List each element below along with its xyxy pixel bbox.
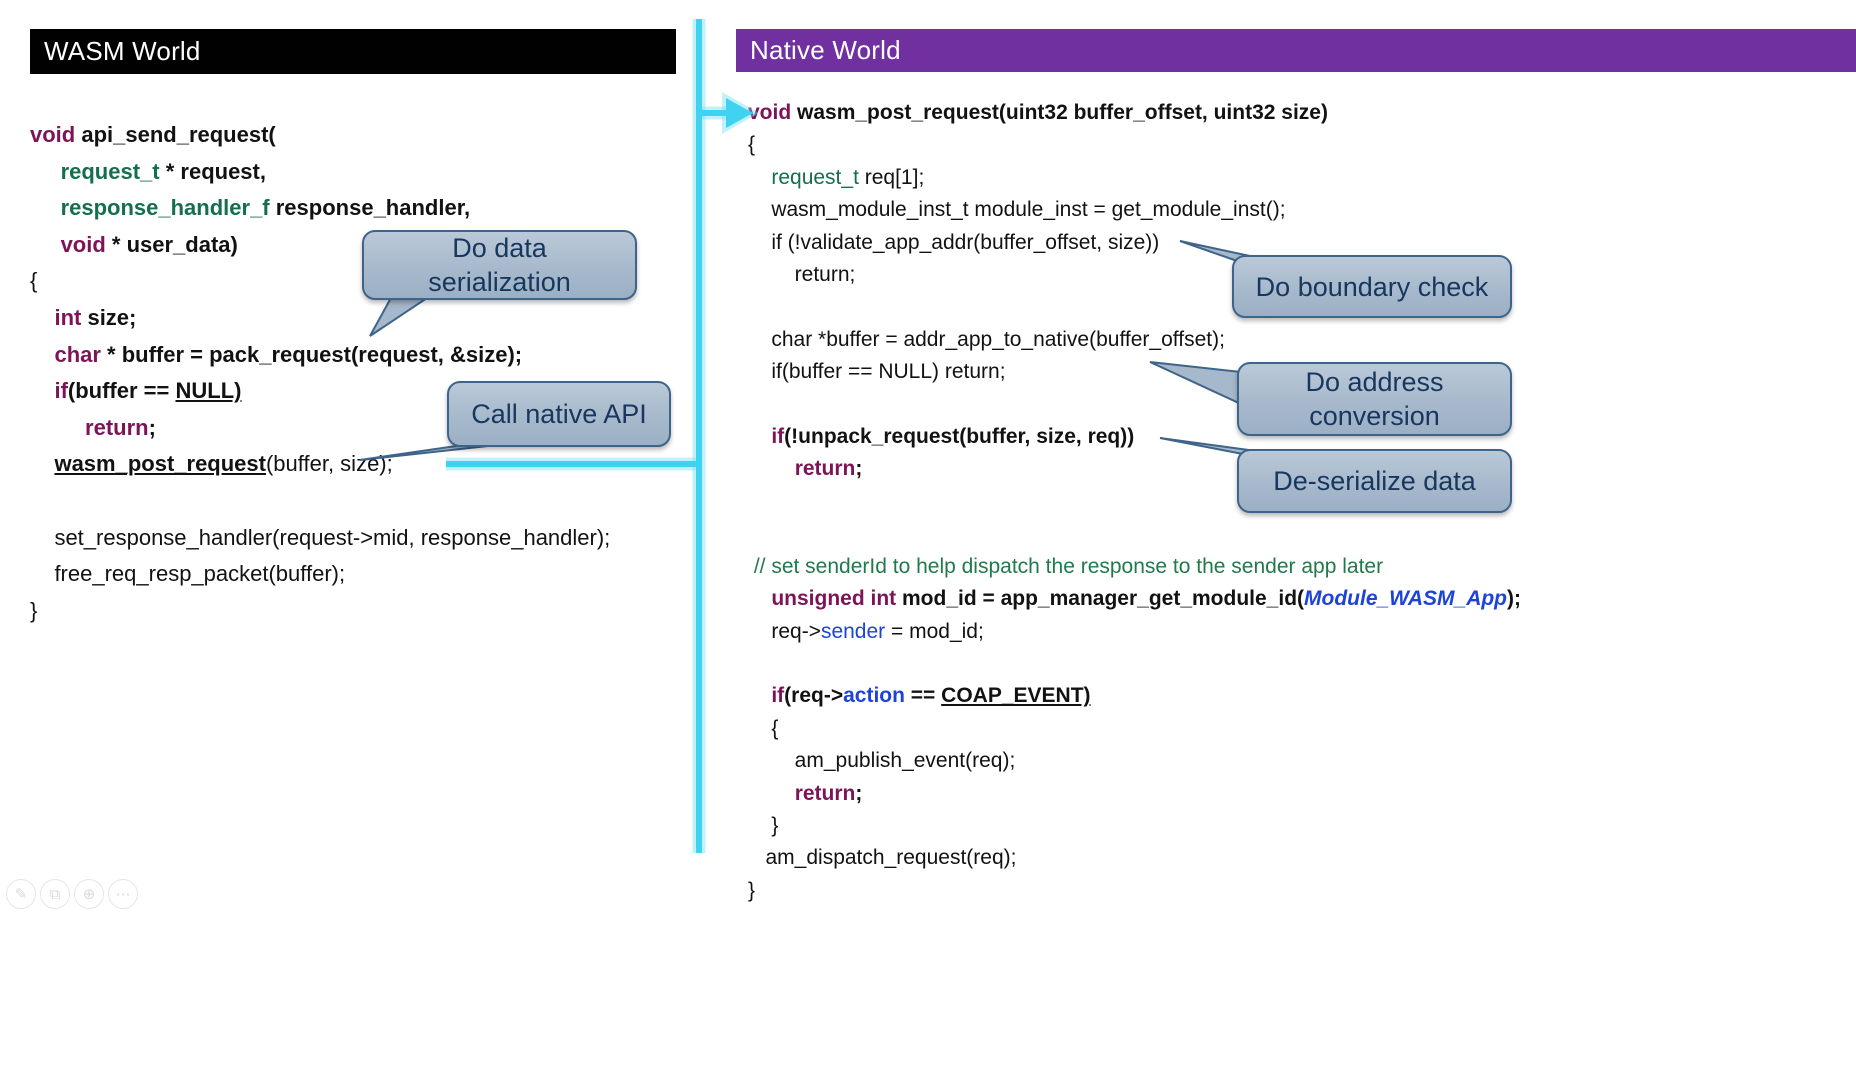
code-line: return; xyxy=(85,414,156,440)
presenter-toolbar: ✎ ⧉ ⊕ ⋯ xyxy=(6,879,138,909)
wasm-world-title: WASM World xyxy=(44,36,201,66)
callout-call-native-api: Call native API xyxy=(447,381,671,447)
code-line: return; xyxy=(748,263,856,287)
code-line: request_t * request, xyxy=(60,158,266,184)
annotation-pen-button[interactable]: ✎ xyxy=(6,879,36,909)
native-world-title: Native World xyxy=(750,35,901,65)
more-options-icon: ⋯ xyxy=(115,886,131,903)
callout-text: Do address conversion xyxy=(1305,367,1444,431)
callout-de-serialize-data: De-serialize data xyxy=(1237,449,1512,513)
code-line: response_handler_f response_handler, xyxy=(60,195,471,221)
callout-text: Call native API xyxy=(471,399,647,429)
zoom-icon: ⊕ xyxy=(82,886,96,903)
annotation-pen-icon: ✎ xyxy=(14,886,28,903)
code-line: set_response_handler(request->mid, respo… xyxy=(30,524,611,550)
code-line: if (!validate_app_addr(buffer_offset, si… xyxy=(748,230,1160,254)
code-line xyxy=(748,518,1521,550)
code-line: if(!unpack_request(buffer, size, req)) xyxy=(748,425,1135,449)
code-line: unsigned int mod_id = app_manager_get_mo… xyxy=(771,587,1522,611)
code-line: void wasm_post_request(uint32 buffer_off… xyxy=(748,101,1328,124)
code-line: if(req->action == COAP_EVENT) xyxy=(748,684,1091,708)
native-code-block: void wasm_post_request(uint32 buffer_off… xyxy=(748,97,1521,907)
code-line: char * buffer = pack_request(request, &s… xyxy=(54,341,523,367)
callout-do-boundary-check: Do boundary check xyxy=(1232,255,1512,318)
code-line: if(buffer == NULL) xyxy=(54,378,242,404)
slide-navigator-icon: ⧉ xyxy=(49,885,61,903)
code-line: char *buffer = addr_app_to_native(buffer… xyxy=(748,327,1225,351)
code-line: return; xyxy=(794,457,863,481)
code-line: wasm_module_inst_t module_inst = get_mod… xyxy=(748,198,1286,222)
code-line: } xyxy=(30,597,38,623)
code-line: { xyxy=(748,716,779,740)
code-line: req->sender = mod_id; xyxy=(748,619,984,643)
more-options-button[interactable]: ⋯ xyxy=(108,879,138,909)
code-line: am_publish_event(req); xyxy=(748,749,1016,773)
code-line: { xyxy=(30,268,38,294)
code-line: request_t req[1]; xyxy=(771,165,925,189)
callout-text: De-serialize data xyxy=(1273,466,1476,496)
code-line: } xyxy=(748,878,756,902)
code-line: if(buffer == NULL) return; xyxy=(748,360,1006,384)
code-line xyxy=(30,483,610,520)
wasm-world-header: WASM World xyxy=(30,29,676,74)
code-line: am_dispatch_request(req); xyxy=(748,846,1017,870)
callout-do-data-serialization: Do data serialization xyxy=(362,230,637,300)
wasm-code-block: void api_send_request( request_t * reque… xyxy=(30,117,610,629)
code-line: } xyxy=(748,813,779,837)
code-line: free_req_resp_packet(buffer); xyxy=(30,561,346,587)
code-line: int size; xyxy=(54,304,137,330)
native-world-header: Native World xyxy=(736,29,1856,72)
code-line: void api_send_request( xyxy=(30,122,276,147)
code-line xyxy=(748,648,1521,680)
code-line: // set senderId to help dispatch the res… xyxy=(748,554,1384,578)
code-line: void * user_data) xyxy=(60,231,238,257)
slide-navigator-button[interactable]: ⧉ xyxy=(40,879,70,909)
code-line: { xyxy=(748,133,756,157)
code-line: return; xyxy=(794,781,863,805)
zoom-button[interactable]: ⊕ xyxy=(74,879,104,909)
callout-do-address-conversion: Do address conversion xyxy=(1237,362,1512,436)
callout-text: Do data serialization xyxy=(428,233,571,297)
callout-text: Do boundary check xyxy=(1255,271,1489,302)
code-line: wasm_post_request(buffer, size); xyxy=(54,451,393,477)
